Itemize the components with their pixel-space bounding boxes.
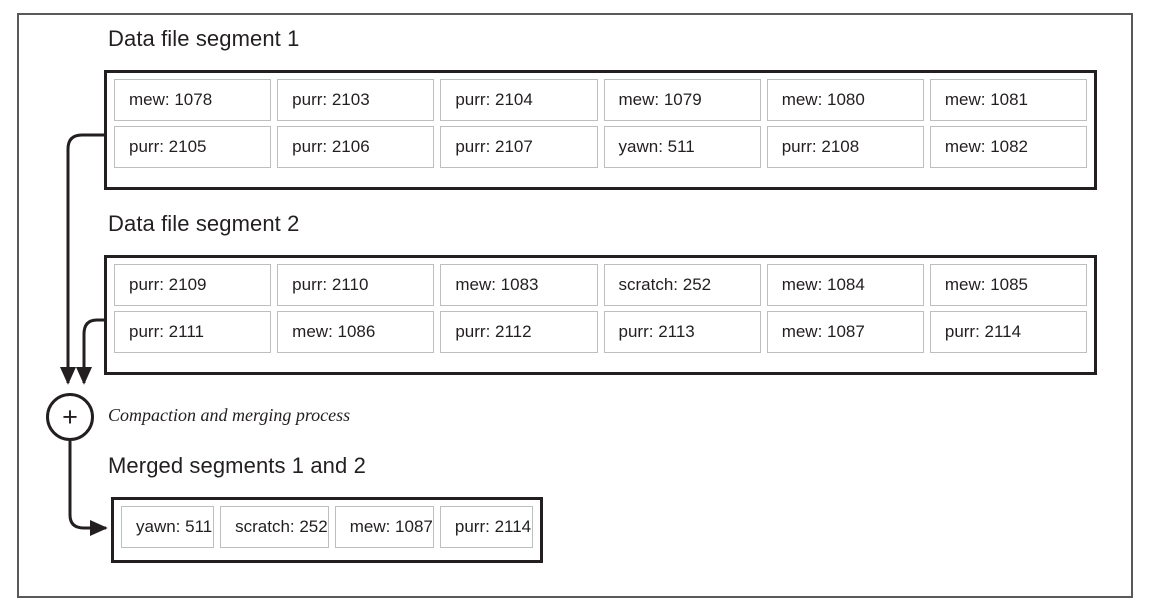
data-cell: scratch: 252 (603, 264, 761, 306)
data-cell: purr: 2109 (114, 264, 272, 306)
data-cell: mew: 1081 (929, 79, 1088, 121)
data-cell: mew: 1079 (603, 79, 761, 121)
segment-2-row-1: purr: 2109 purr: 2110 mew: 1083 scratch:… (114, 264, 1088, 306)
compaction-process-label: Compaction and merging process (108, 405, 351, 425)
segment-1-title: Data file segment 1 (108, 26, 300, 51)
data-cell: mew: 1083 (440, 264, 598, 306)
data-cell: purr: 2107 (440, 126, 598, 168)
data-cell: mew: 1078 (114, 79, 272, 121)
data-cell: mew: 1087 (334, 506, 434, 548)
data-cell: purr: 2106 (277, 126, 435, 168)
segment-2-box: purr: 2109 purr: 2110 mew: 1083 scratch:… (104, 255, 1097, 375)
data-cell: mew: 1080 (766, 79, 924, 121)
data-cell: mew: 1087 (766, 311, 924, 353)
data-cell: mew: 1084 (766, 264, 924, 306)
data-cell: purr: 2111 (114, 311, 272, 353)
data-cell: purr: 2114 (439, 506, 533, 548)
data-cell: purr: 2104 (440, 79, 598, 121)
data-cell: purr: 2110 (277, 264, 435, 306)
plus-merge-icon: + (46, 393, 94, 441)
segment-2-row-2: purr: 2111 mew: 1086 purr: 2112 purr: 21… (114, 311, 1088, 353)
merged-segment-title: Merged segments 1 and 2 (108, 453, 366, 478)
merged-segment-row-1: yawn: 511 scratch: 252 mew: 1087 purr: 2… (121, 506, 533, 548)
merged-segment-box: yawn: 511 scratch: 252 mew: 1087 purr: 2… (111, 497, 543, 563)
segment-1-box: mew: 1078 purr: 2103 purr: 2104 mew: 107… (104, 70, 1097, 190)
data-cell: purr: 2113 (603, 311, 761, 353)
data-cell: yawn: 511 (603, 126, 761, 168)
data-cell: scratch: 252 (220, 506, 329, 548)
segment-1-row-1: mew: 1078 purr: 2103 purr: 2104 mew: 107… (114, 79, 1088, 121)
data-cell: purr: 2105 (114, 126, 272, 168)
data-cell: mew: 1082 (929, 126, 1088, 168)
data-cell: purr: 2108 (766, 126, 924, 168)
data-cell: purr: 2112 (440, 311, 598, 353)
data-cell: mew: 1086 (277, 311, 435, 353)
data-cell: yawn: 511 (121, 506, 215, 548)
data-cell: purr: 2103 (277, 79, 435, 121)
segment-2-title: Data file segment 2 (108, 211, 300, 236)
data-cell: purr: 2114 (929, 311, 1088, 353)
segment-1-row-2: purr: 2105 purr: 2106 purr: 2107 yawn: 5… (114, 126, 1088, 168)
data-cell: mew: 1085 (929, 264, 1088, 306)
